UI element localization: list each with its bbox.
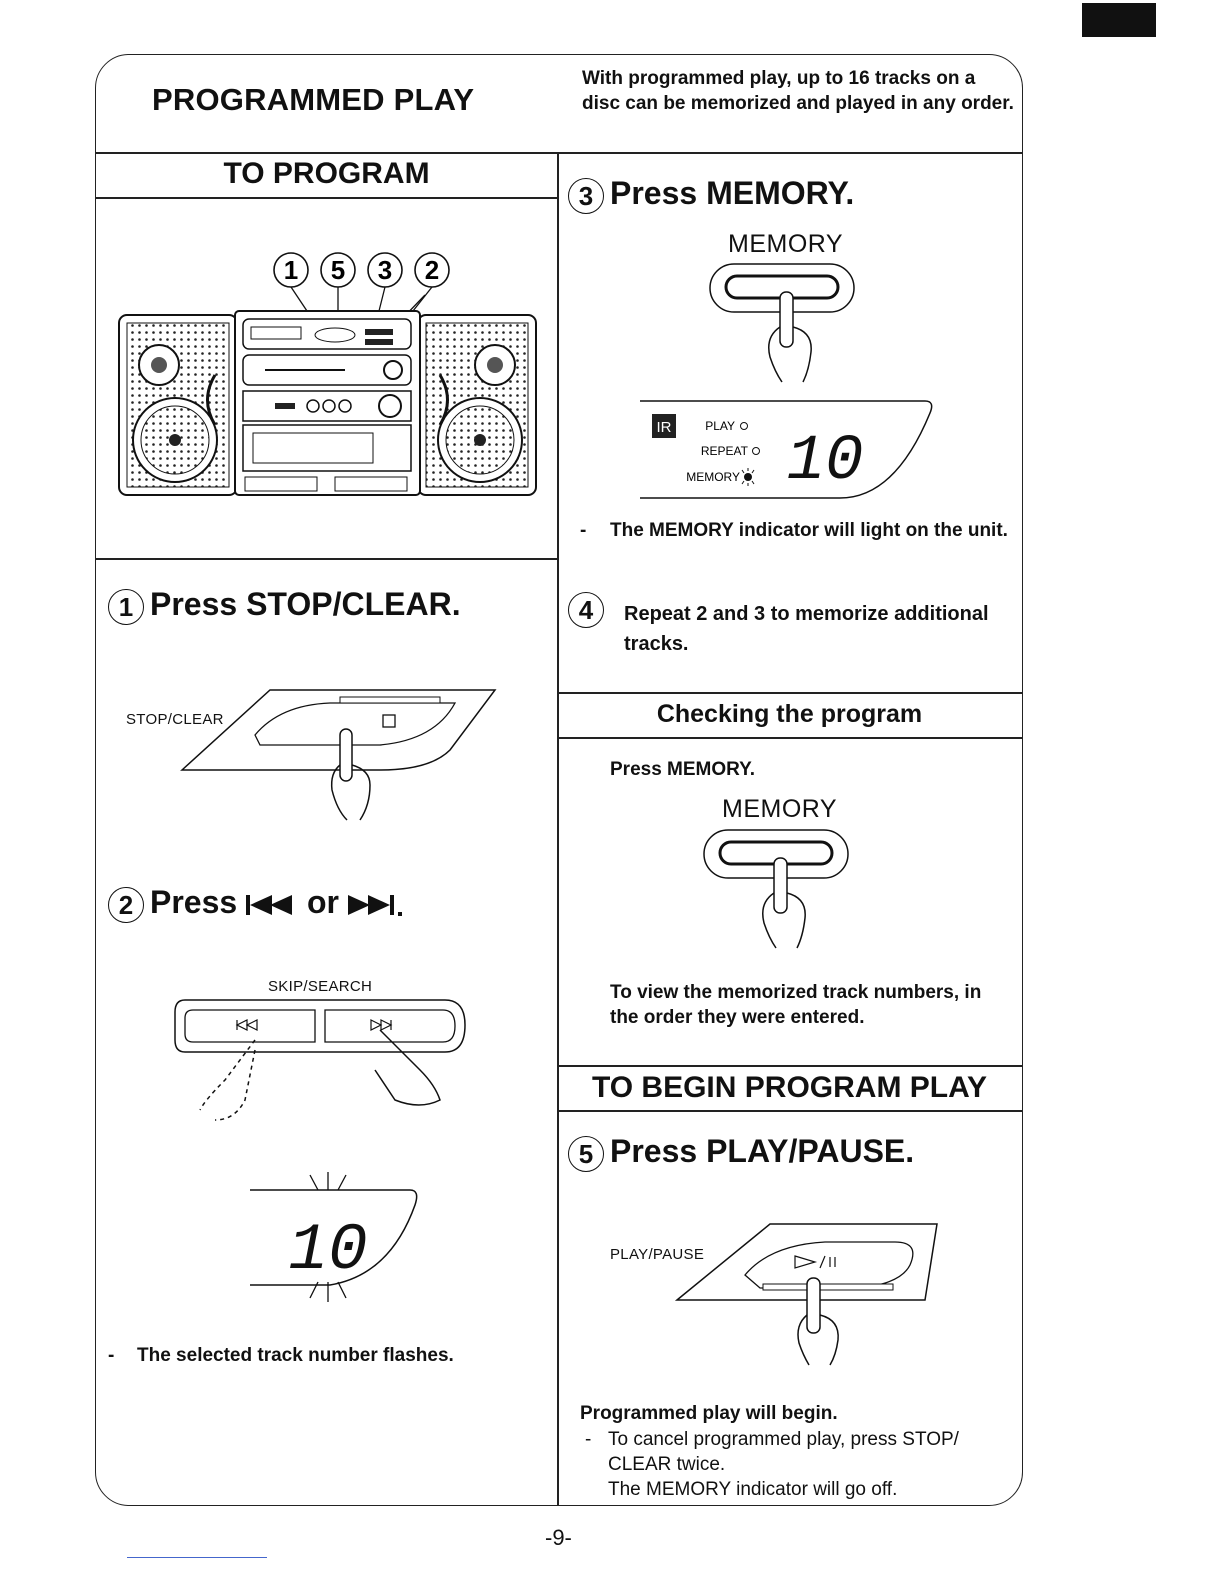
step5-title: Press PLAY/PAUSE. xyxy=(610,1133,915,1169)
callout-circles xyxy=(273,252,450,288)
skip-buttons-illustration xyxy=(174,999,466,1121)
memory-button-illustration xyxy=(709,263,855,383)
step4-text: Repeat 2 and 3 to memorize additional tr… xyxy=(624,603,989,655)
step-number-circle: 4 xyxy=(568,592,604,628)
hand-icon xyxy=(374,1029,441,1106)
checking-note: To view the memorized track numbers, in … xyxy=(610,982,982,1028)
memory-label: MEMORY xyxy=(728,230,844,258)
step-number-circle: 5 xyxy=(568,1135,604,1172)
display-badge: IR xyxy=(657,419,672,436)
play-pause-glyph xyxy=(794,1255,836,1269)
divider xyxy=(96,152,1022,154)
memory-button-illustration xyxy=(703,829,849,949)
divider xyxy=(96,558,557,560)
callout-1: 1 xyxy=(284,255,298,285)
hand-icon xyxy=(806,1277,821,1334)
step5-cancel-line1: To cancel programmed play, press STOP/ xyxy=(608,1429,959,1450)
step1-title: Press STOP/CLEAR. xyxy=(150,586,461,622)
skip-forward-icon xyxy=(347,894,402,916)
unit-display-illustration: IR PLAY REPEAT MEMORY 10 xyxy=(640,400,933,499)
skipsearch-label: SKIP/SEARCH xyxy=(268,978,373,995)
stopclear-button-illustration xyxy=(180,689,497,821)
playpause-label: PLAY/PAUSE xyxy=(610,1246,705,1263)
callout-5: 5 xyxy=(331,255,345,285)
section-title-to-program: TO PROGRAM xyxy=(223,157,430,190)
checking-instruction: Press MEMORY. xyxy=(610,759,756,780)
indicator-memory: MEMORY xyxy=(686,470,740,484)
page-tab-marker xyxy=(1082,3,1156,37)
stopclear-label: STOP/CLEAR xyxy=(126,711,224,728)
flashing-track-number: 10 xyxy=(288,1213,367,1288)
step5-cancel-dash: - xyxy=(585,1429,592,1450)
step-number-circle: 2 xyxy=(108,886,144,923)
step3-note-dash: - xyxy=(580,520,587,541)
memory-indicator-lit xyxy=(744,473,752,481)
section-title-begin: TO BEGIN PROGRAM PLAY xyxy=(591,1071,988,1104)
page-title: PROGRAMMED PLAY xyxy=(152,82,475,117)
skip-back-glyph xyxy=(235,1019,258,1031)
column-divider xyxy=(557,152,559,1506)
step3-title: Press MEMORY. xyxy=(610,175,855,211)
page-number: -9- xyxy=(545,1525,572,1550)
indicator-play: PLAY xyxy=(705,419,735,433)
display-track-number: 10 xyxy=(787,426,864,498)
section-title-checking: Checking the program xyxy=(656,700,923,728)
skip-back-icon xyxy=(246,894,293,915)
step2-note: The selected track number flashes. xyxy=(137,1345,454,1366)
playpause-button-illustration xyxy=(674,1223,938,1366)
step-number-circle: 1 xyxy=(108,588,144,625)
step2-note-dash: - xyxy=(108,1345,115,1366)
flashing-display-illustration: 10 xyxy=(250,1172,418,1302)
step5-cancel-line3: The MEMORY indicator will go off. xyxy=(608,1479,898,1500)
divider xyxy=(96,197,557,199)
divider xyxy=(557,737,1022,739)
hand-icon xyxy=(339,728,353,782)
divider xyxy=(557,1110,1022,1112)
skip-forward-glyph xyxy=(370,1019,393,1031)
footer-rule xyxy=(127,1557,267,1558)
step5-result: Programmed play will begin. xyxy=(580,1403,838,1424)
divider xyxy=(557,692,1022,694)
stereo-illustration: 1 5 3 2 xyxy=(118,252,537,496)
divider xyxy=(557,1065,1022,1067)
step3-note: The MEMORY indicator will light on the u… xyxy=(610,520,1008,541)
step2-title-or: or xyxy=(306,884,339,920)
step-number-circle: 3 xyxy=(568,177,604,214)
page-frame xyxy=(95,54,1023,1506)
callout-2: 2 xyxy=(425,255,439,285)
callout-3: 3 xyxy=(378,255,392,285)
step4-number: 4 xyxy=(568,592,610,628)
hand-icon xyxy=(773,857,788,914)
step2-title-prefix: Press xyxy=(150,884,238,920)
step5-cancel-line2: CLEAR twice. xyxy=(608,1454,726,1475)
intro-text: With programmed play, up to 16 tracks on… xyxy=(582,68,1014,114)
hand-icon xyxy=(779,291,794,348)
indicator-repeat: REPEAT xyxy=(701,444,749,458)
memory-label: MEMORY xyxy=(722,795,838,823)
